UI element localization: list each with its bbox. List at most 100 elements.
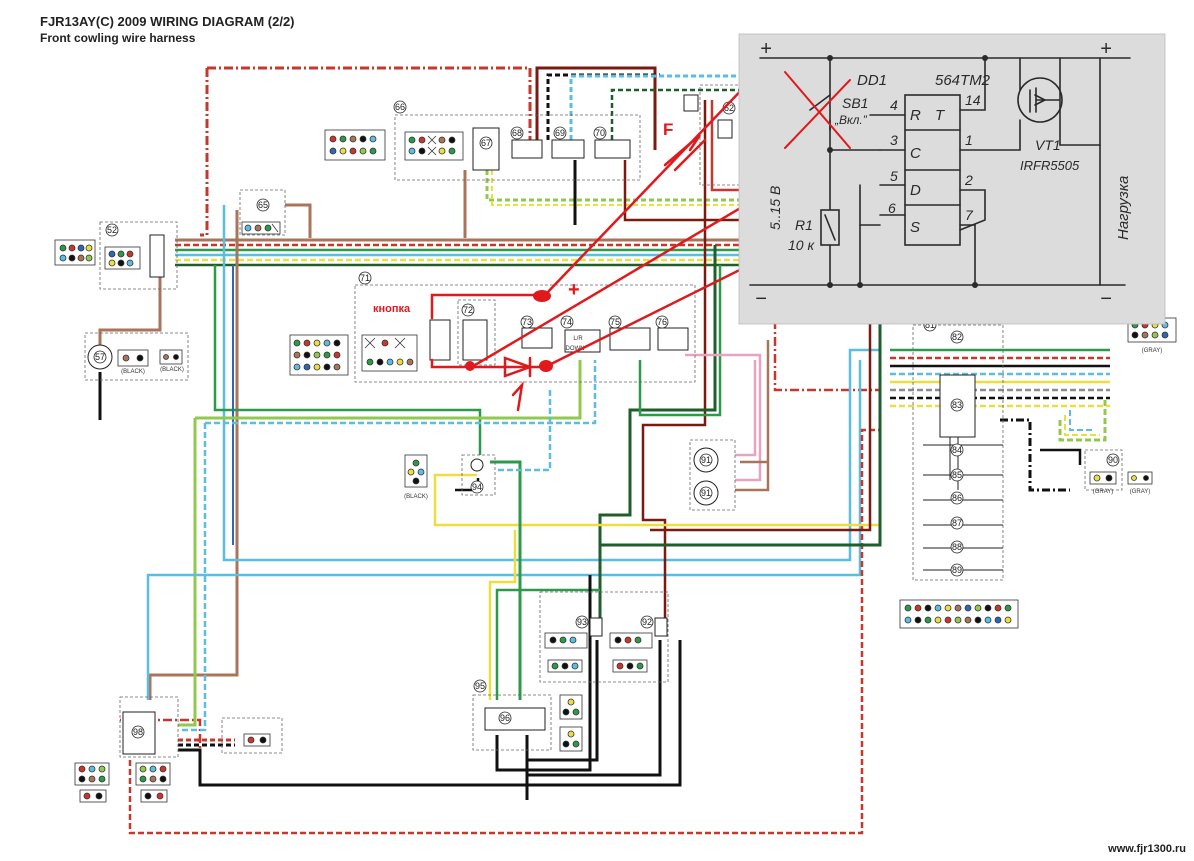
connector-icon-92	[609, 632, 653, 673]
label-92: 92	[642, 617, 652, 627]
wire-pink-76	[685, 353, 762, 482]
switch-body-kn	[429, 319, 451, 361]
inset-pin6: 6	[888, 200, 896, 216]
wire-sky-dashed-left	[205, 360, 597, 425]
label-83: 83	[952, 400, 962, 410]
label-57: 57	[95, 352, 105, 362]
label-72: 72	[463, 305, 473, 315]
wire-black-92	[527, 640, 662, 777]
wire-lightgreen-left	[195, 360, 582, 420]
switch-73	[521, 327, 553, 349]
inset-r1-value: 10 к	[788, 237, 815, 253]
relay-62	[683, 94, 699, 112]
label-71: 71	[360, 273, 370, 283]
wires	[98, 66, 1107, 835]
diagram-title: FJR13AY(C) 2009 WIRING DIAGRAM (2/2)	[40, 14, 295, 29]
label-69: 69	[555, 128, 565, 138]
inset-dd1: DD1	[857, 72, 887, 89]
inset-plus-left: +	[760, 38, 772, 60]
wire-green-vert	[598, 245, 717, 620]
annotation-button-wire	[430, 293, 542, 320]
connector-icon-94	[404, 454, 428, 488]
label-74: 74	[562, 317, 572, 327]
label-84: 84	[952, 445, 962, 455]
switch-68	[511, 139, 543, 159]
wire-darkred-vert	[641, 100, 707, 620]
connector-icon-71-b	[361, 334, 418, 372]
inset-minus-right: −	[1100, 288, 1112, 310]
connector-icon-66-a	[324, 129, 386, 161]
annotation-line-upper	[543, 53, 777, 297]
wire-green-95	[495, 588, 600, 700]
wire-darkgreen-right	[638, 265, 722, 417]
inset-c: C	[910, 145, 921, 162]
wire-lightgreen-down	[178, 418, 197, 727]
watermark: www.fjr1300.ru	[1108, 843, 1186, 855]
wire-brown-91	[735, 340, 770, 492]
annotation-digit-1	[511, 381, 524, 412]
switch-70	[594, 139, 631, 159]
connector-icon-95	[559, 694, 583, 752]
connector-icon-52-b	[104, 246, 141, 270]
wire-yellowgreen-90	[1058, 400, 1107, 442]
label-91b: 91	[701, 488, 711, 498]
label-65: 65	[258, 200, 268, 210]
label-89: 89	[952, 565, 962, 575]
wire-brown-horn	[98, 262, 162, 345]
label-73: 73	[522, 317, 532, 327]
note-gray-90a: (GRAY)	[1093, 489, 1114, 495]
wire-darkgreen-83	[600, 320, 882, 547]
switch-body-72	[462, 319, 488, 361]
label-85: 85	[952, 470, 962, 480]
inset-schematic: + + − − DD1 564TM2 SB1 „Вкл.” 4 3 5 6 14…	[738, 33, 1166, 325]
label-91a: 91	[701, 455, 711, 465]
label-66: 66	[395, 102, 405, 112]
wire-green-left	[213, 265, 482, 455]
component-boxes	[84, 84, 1123, 758]
connector-icon-98-a	[74, 762, 110, 803]
wire-pink-91	[735, 360, 757, 457]
note-black-94: (BLACK)	[404, 494, 428, 500]
label-75: 75	[610, 317, 620, 327]
wire-black-95	[495, 575, 592, 772]
inset-voltage: 5..15 В	[767, 186, 783, 230]
wire-yellow-90	[1064, 415, 1100, 436]
switch-75	[609, 327, 651, 351]
title-block: FJR13AY(C) 2009 WIRING DIAGRAM (2/2) Fro…	[40, 14, 295, 46]
label-98: 98	[133, 727, 143, 737]
connector-icon-98-b	[135, 762, 171, 803]
inset-t: T	[935, 107, 946, 124]
label-52: 52	[107, 225, 117, 235]
wire-red-outer	[200, 66, 532, 237]
connector-icon-52-a	[54, 239, 96, 266]
connector-icons	[54, 129, 1177, 803]
connector-icon-57-a	[117, 349, 149, 367]
note-black-57b: (BLACK)	[160, 367, 184, 373]
connector-icon-65	[241, 221, 281, 235]
diagram-subtitle: Front cowling wire harness	[40, 31, 196, 45]
annotation-diode	[503, 356, 534, 378]
connector-icon-57-b	[159, 349, 183, 365]
label-94: 94	[472, 482, 482, 492]
label-68: 68	[512, 128, 522, 138]
inset-plus-right: +	[1100, 38, 1112, 60]
wire-blackdots-83	[1000, 418, 1070, 492]
component-labels: 52 57 65 66 67 68 69 70 71 72 73 74 75 7…	[95, 102, 1118, 737]
inset-sb1: SB1	[842, 95, 868, 111]
wire-sky-left	[222, 205, 880, 562]
wire-red-bottom	[128, 428, 880, 835]
annotation-f-arrow	[663, 134, 707, 172]
label-95: 95	[475, 681, 485, 691]
note-gray-82: (GRAY)	[1142, 348, 1163, 354]
annotation-f: F	[663, 120, 673, 139]
annotation-wire-lower	[430, 358, 547, 369]
module-92	[654, 617, 668, 637]
wire-red-pin9	[710, 100, 740, 192]
label-81: 81	[925, 320, 935, 330]
module-83-outputs	[923, 437, 1003, 571]
label-90: 90	[1108, 455, 1118, 465]
module-93	[589, 617, 603, 637]
wire-sky-90	[1069, 410, 1095, 431]
bundle-83	[890, 348, 1110, 408]
